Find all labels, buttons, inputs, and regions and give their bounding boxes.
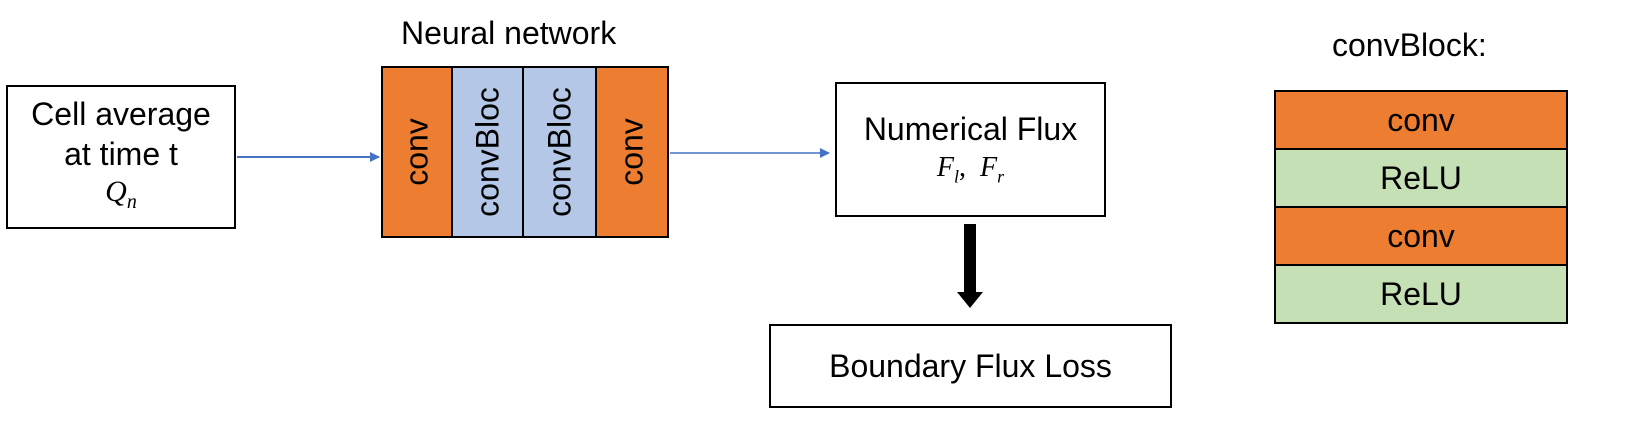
time-label: at time t <box>64 136 178 172</box>
convblock-row-relu: ReLU <box>1274 264 1568 324</box>
boundary-flux-loss-label: Boundary Flux Loss <box>829 347 1112 384</box>
nn-layer-conv-2: conv <box>595 66 669 238</box>
nn-layer-convblock-2: convBloc <box>522 66 597 238</box>
q-n-symbol: Qn <box>105 175 137 213</box>
boundary-flux-loss-box: Boundary Flux Loss <box>769 324 1172 408</box>
cell-average-box: Cell average at time t Qn <box>6 85 236 229</box>
convblock-title: convBlock: <box>1332 27 1487 63</box>
convblock-row-conv: conv <box>1274 206 1568 266</box>
convblock-stack: conv ReLU conv ReLU <box>1274 90 1568 324</box>
flux-to-loss-arrow <box>957 224 983 308</box>
neural-network-title: Neural network <box>401 15 617 51</box>
numerical-flux-box: Numerical Flux Fl, Fr <box>835 82 1106 217</box>
numerical-flux-label: Numerical Flux <box>863 111 1078 148</box>
cell-average-label: Cell average <box>31 96 211 132</box>
convblock-row-conv: conv <box>1274 90 1568 150</box>
flux-symbols: Fl, Fr <box>936 152 1005 187</box>
convblock-row-relu: ReLU <box>1274 148 1568 208</box>
